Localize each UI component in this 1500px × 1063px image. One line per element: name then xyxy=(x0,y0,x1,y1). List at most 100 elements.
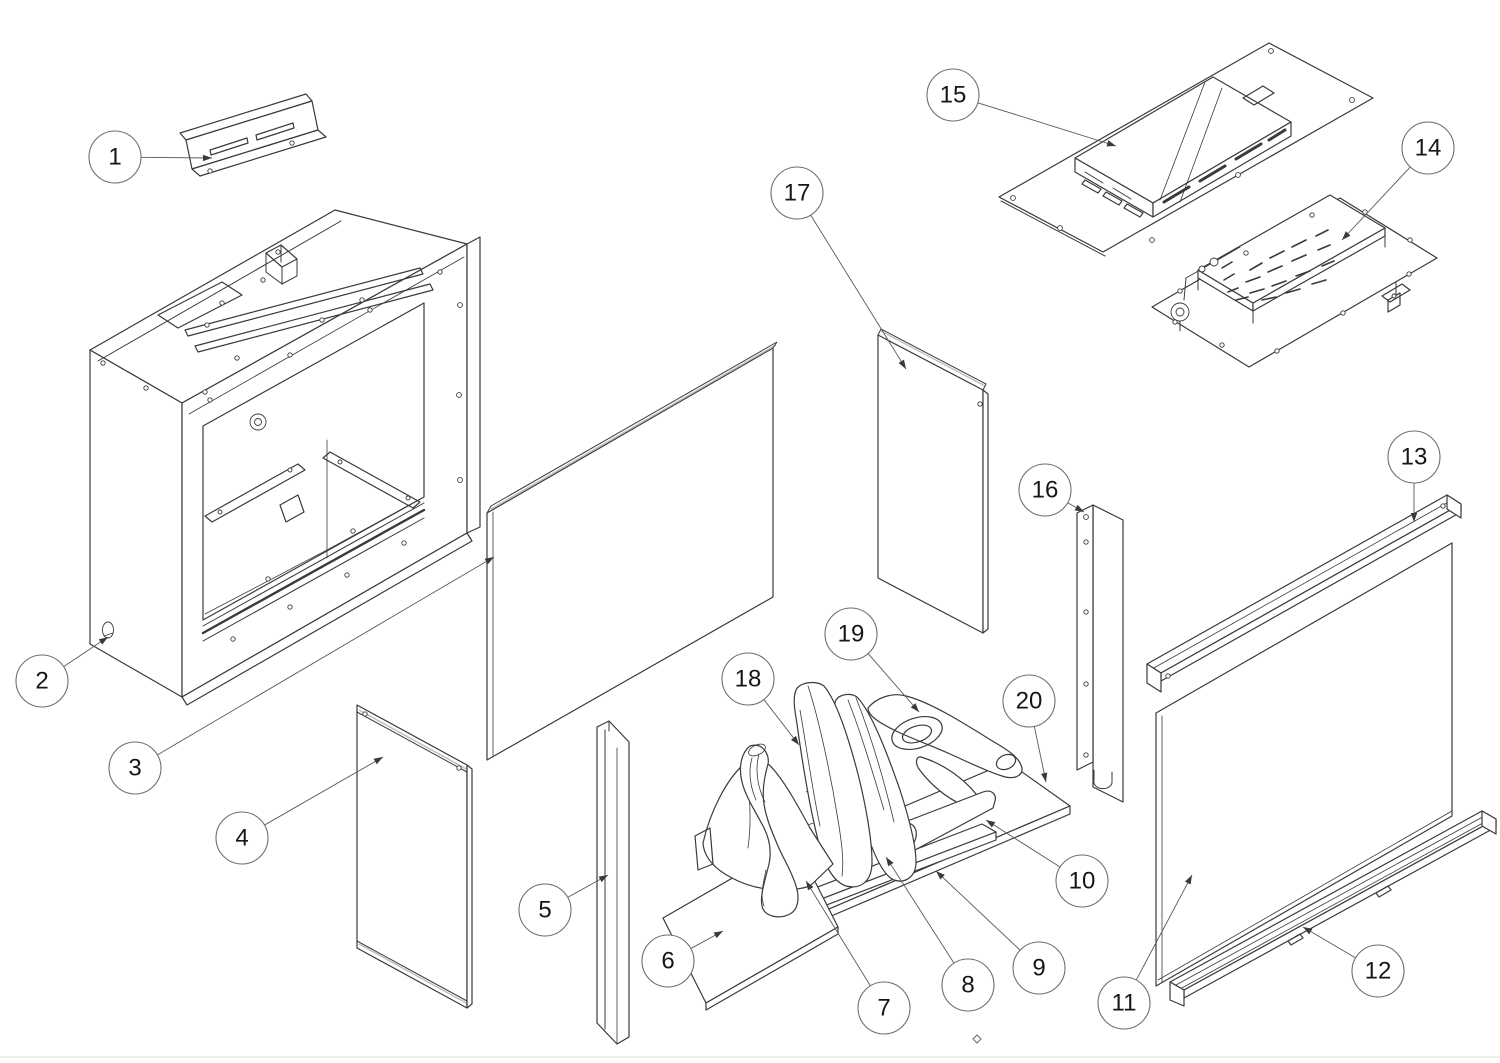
callout-number: 16 xyxy=(1032,477,1059,504)
part-log-center-drawing xyxy=(793,681,873,888)
callout-balloon xyxy=(857,981,911,1035)
callout-10: 10 xyxy=(985,819,1109,908)
part-log-curved-drawing xyxy=(739,743,799,918)
callout-balloon xyxy=(641,934,695,988)
callout-11: 11 xyxy=(1097,874,1193,1030)
callout-15: 15 xyxy=(926,68,1117,147)
callout-number: 20 xyxy=(1016,688,1043,715)
callout-balloon xyxy=(721,652,775,706)
callout-number: 1 xyxy=(108,144,121,171)
callout-16: 16 xyxy=(1018,463,1085,517)
callout-number: 18 xyxy=(735,666,762,693)
callout-balloon xyxy=(1002,674,1056,728)
callout-6: 6 xyxy=(641,930,724,988)
leader-arrow-icon xyxy=(1041,772,1048,782)
callout-number: 10 xyxy=(1069,868,1096,895)
callout-4: 4 xyxy=(215,756,384,865)
leader-arrow-icon xyxy=(98,637,108,645)
callout-8: 8 xyxy=(885,856,995,1012)
callout-balloon xyxy=(1055,854,1109,908)
leader-arrow-icon xyxy=(1184,875,1192,885)
callout-balloon xyxy=(518,883,572,937)
callout-19: 19 xyxy=(824,607,920,713)
callout-7: 7 xyxy=(805,880,911,1035)
part-side-trim-angle-drawing xyxy=(1076,504,1124,803)
callout-number: 2 xyxy=(35,668,48,695)
callout-balloon xyxy=(824,607,878,661)
callout-13: 13 xyxy=(1387,430,1441,522)
part-mounting-bracket-drawing xyxy=(179,93,327,177)
leader-arrow-icon xyxy=(986,820,996,828)
callout-5: 5 xyxy=(518,874,609,937)
callout-number: 13 xyxy=(1401,444,1428,471)
leader-arrow-icon xyxy=(713,931,723,939)
callout-balloon xyxy=(1401,121,1455,175)
callout-number: 7 xyxy=(877,995,890,1022)
leader-arrow-icon xyxy=(1303,927,1313,935)
callout-balloon xyxy=(88,130,142,184)
callout-number: 3 xyxy=(128,755,141,782)
callout-balloon xyxy=(1387,430,1441,484)
callout-number: 9 xyxy=(1032,955,1045,982)
callout-number: 6 xyxy=(661,948,674,975)
callout-balloon xyxy=(108,741,162,795)
page-marks-layer xyxy=(972,1034,982,1044)
leader-arrow-icon xyxy=(1074,504,1084,512)
part-side-panel-right-drawing xyxy=(877,328,989,634)
part-log-rear-drawing xyxy=(867,694,1023,779)
part-side-panel-left-drawing xyxy=(356,704,473,1009)
part-log-set-drawing xyxy=(662,681,1071,1011)
callout-balloon xyxy=(1351,944,1405,998)
tiny-diamond-mark xyxy=(972,1034,982,1044)
leader-arrow-icon xyxy=(1342,231,1351,240)
part-bottom-trim-rail-drawing xyxy=(1169,810,1497,1007)
leader-arrow-icon xyxy=(484,557,494,565)
part-glass-panel-drawing xyxy=(1155,542,1453,987)
callout-balloon xyxy=(15,654,69,708)
callout-number: 15 xyxy=(940,82,967,109)
part-rear-panel-drawing xyxy=(486,341,778,761)
part-trim-strip-drawing xyxy=(596,720,630,1045)
callout-2: 2 xyxy=(15,636,109,708)
leader-arrow-icon xyxy=(806,881,814,891)
callout-balloon xyxy=(926,68,980,122)
leader-arrow-icon xyxy=(898,359,906,369)
part-baffle-plate-drawing xyxy=(998,42,1374,257)
callout-balloon xyxy=(215,811,269,865)
callout-balloon xyxy=(941,958,995,1012)
callout-number: 19 xyxy=(838,621,865,648)
leader-arrow-icon xyxy=(936,871,945,880)
callout-18: 18 xyxy=(721,652,800,746)
leader-arrow-icon xyxy=(790,735,799,745)
callout-number: 11 xyxy=(1112,990,1137,1017)
callout-number: 14 xyxy=(1415,135,1442,162)
part-burner-assembly-drawing xyxy=(1151,194,1438,368)
callout-12: 12 xyxy=(1302,926,1405,998)
callout-balloon xyxy=(1018,463,1072,517)
callout-number: 4 xyxy=(235,825,248,852)
callout-14: 14 xyxy=(1341,121,1455,241)
part-firebox-drawing xyxy=(89,209,481,706)
leader-arrow-icon xyxy=(373,757,383,765)
callout-3: 3 xyxy=(108,556,495,795)
callout-20: 20 xyxy=(1002,674,1056,783)
callout-number: 12 xyxy=(1365,958,1392,985)
leader-arrow-icon xyxy=(886,857,894,867)
leader-arrow-icon xyxy=(1106,140,1116,147)
leader-arrow-icon xyxy=(598,875,608,883)
callout-balloon xyxy=(1012,941,1066,995)
callout-balloon xyxy=(770,166,824,220)
callout-17: 17 xyxy=(770,166,907,370)
leader-arrow-icon xyxy=(202,154,212,162)
callout-9: 9 xyxy=(935,870,1066,995)
callout-number: 17 xyxy=(784,180,811,207)
callout-1: 1 xyxy=(88,130,213,184)
callout-number: 8 xyxy=(961,972,974,999)
callout-balloon xyxy=(1097,976,1151,1030)
leader-arrow-icon xyxy=(910,703,919,712)
callout-number: 5 xyxy=(538,897,551,924)
leader-arrow-icon xyxy=(1410,513,1418,522)
